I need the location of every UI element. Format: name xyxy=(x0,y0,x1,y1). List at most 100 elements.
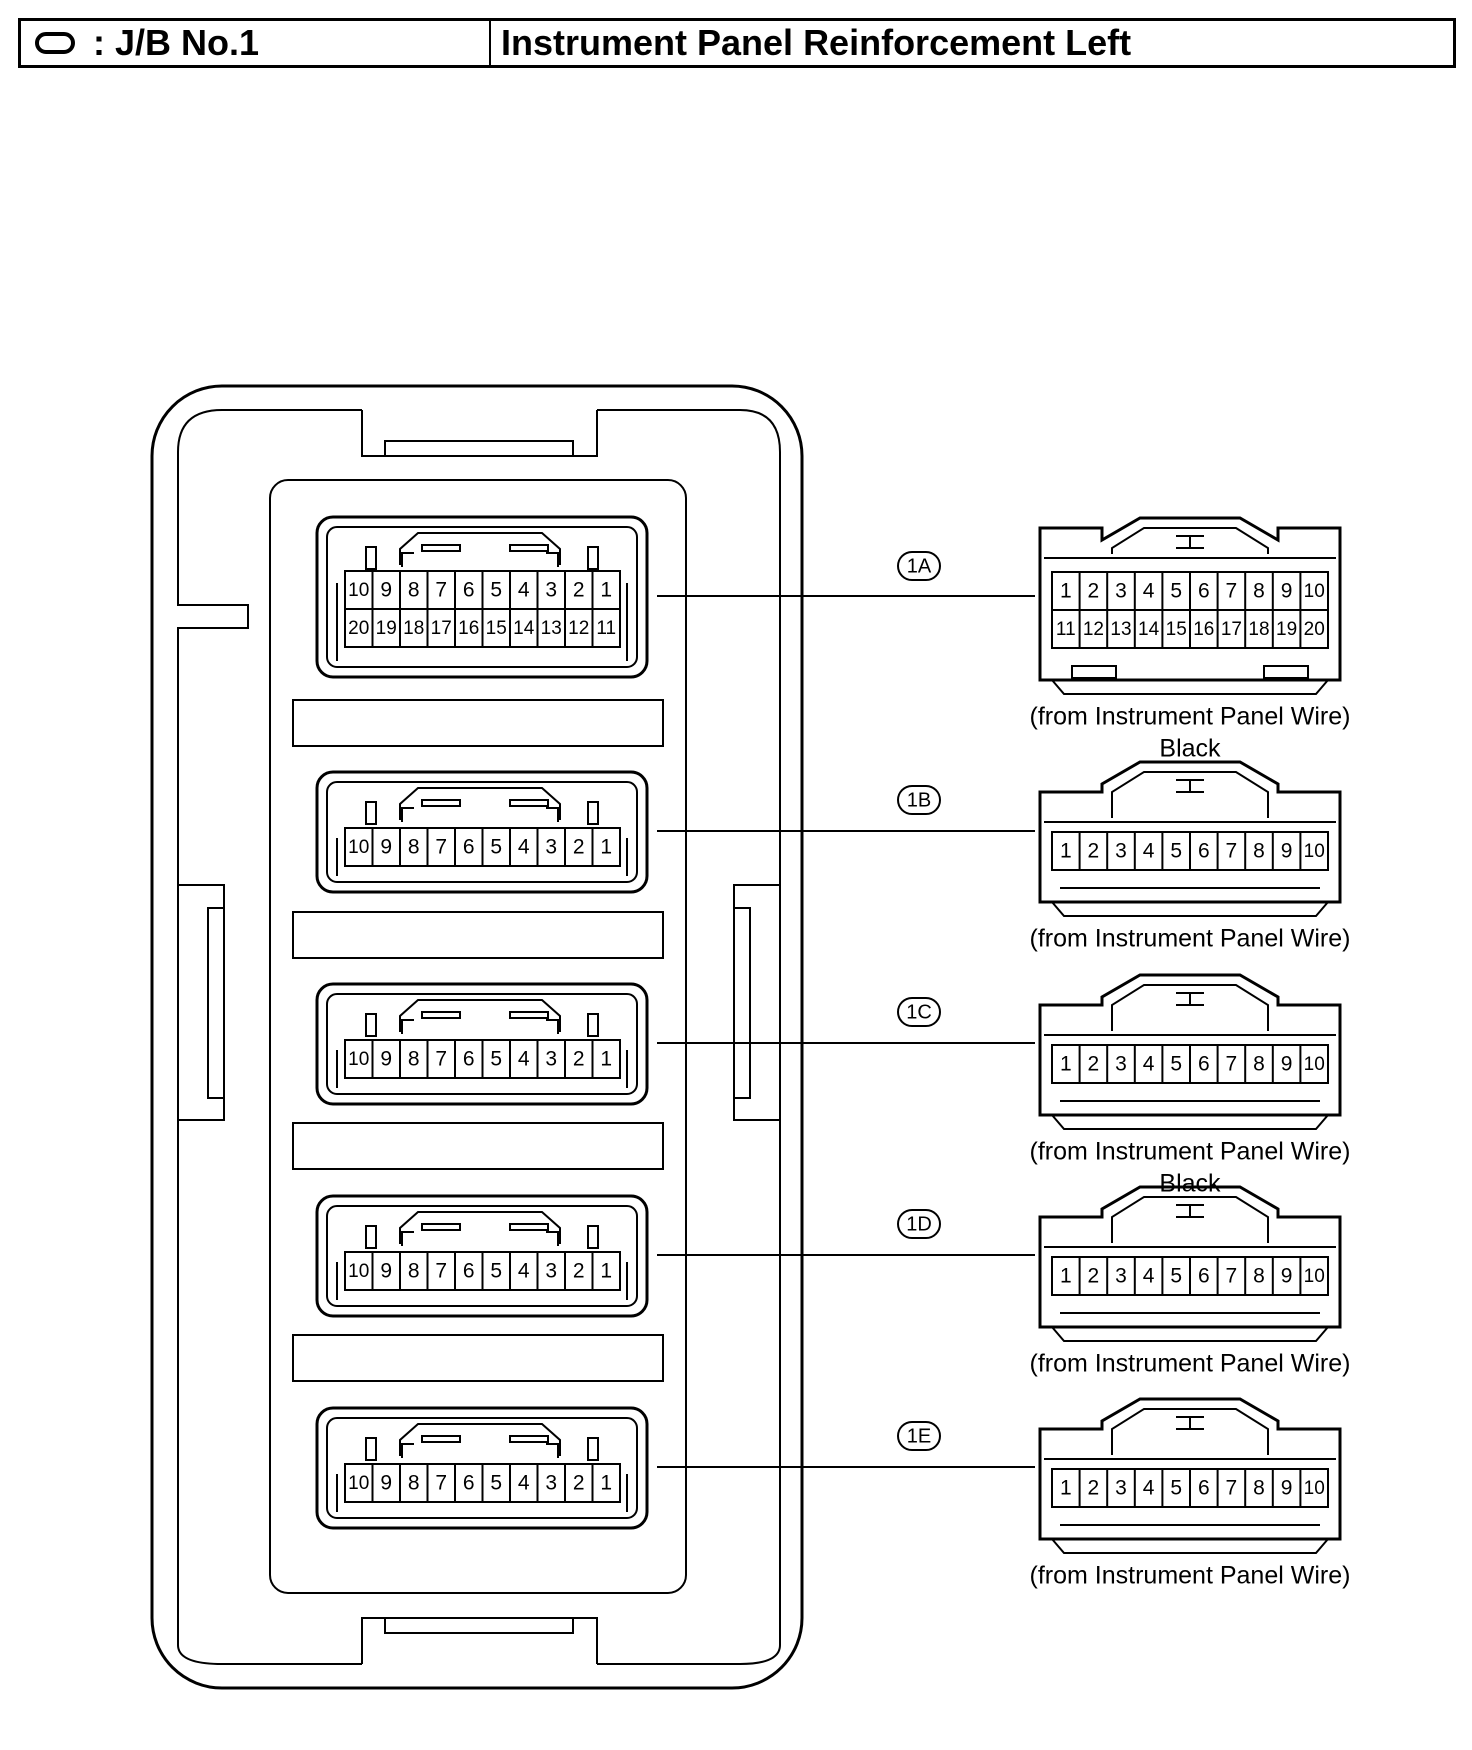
pin-number: 4 xyxy=(518,1048,530,1071)
pin-number: 15 xyxy=(486,618,507,639)
pin-number: 5 xyxy=(490,579,502,602)
pin-number: 1 xyxy=(600,1048,612,1071)
pin-number: 1 xyxy=(600,836,612,859)
oval-symbol-icon xyxy=(35,32,75,54)
mate-pin-number: 1 xyxy=(1060,1053,1072,1076)
mate-pin-number: 4 xyxy=(1143,1477,1155,1500)
mate-pin-number: 10 xyxy=(1304,581,1325,602)
housing-bottom-tab xyxy=(361,1617,598,1664)
pin-number: 13 xyxy=(541,618,562,639)
socket-latch-post xyxy=(587,801,599,825)
pin-number: 14 xyxy=(513,618,535,639)
mate-pin-number: 7 xyxy=(1226,1477,1238,1500)
mate-pin-number: 10 xyxy=(1304,1266,1325,1287)
socket-frame xyxy=(315,1406,649,1530)
mate-pin-number: 7 xyxy=(1226,1265,1238,1288)
separator-bar xyxy=(292,699,664,747)
pin-number: 2 xyxy=(573,1472,585,1495)
socket-key xyxy=(546,1231,559,1246)
pin-number: 3 xyxy=(545,1472,557,1495)
pin-number: 1 xyxy=(600,1472,612,1495)
connector-label-oval xyxy=(897,997,941,1027)
mate-pin-number: 1 xyxy=(1060,1477,1072,1500)
pin-number: 9 xyxy=(380,836,392,859)
socket-key xyxy=(401,1019,414,1034)
mate-pin-number: 2 xyxy=(1088,580,1100,603)
pin-number: 5 xyxy=(490,1048,502,1071)
mate-pin-number: 4 xyxy=(1143,840,1155,863)
mate-pin-number: 3 xyxy=(1115,840,1127,863)
mate-pin-number: 9 xyxy=(1281,1477,1293,1500)
mate-pin-number: 5 xyxy=(1170,580,1182,603)
housing-left-notch xyxy=(178,884,225,1121)
mate-source-caption: (from Instrument Panel Wire) xyxy=(1030,1138,1351,1166)
mate-pin-number: 4 xyxy=(1143,580,1155,603)
mate-pin-number: 2 xyxy=(1088,1053,1100,1076)
mate-body xyxy=(1038,973,1342,1117)
mate-pin-number: 14 xyxy=(1138,619,1160,640)
socket-inner-frame xyxy=(326,1205,638,1307)
socket-slot xyxy=(509,799,549,807)
socket-key xyxy=(401,552,414,567)
mate-foot xyxy=(1051,901,1329,917)
pin-number: 5 xyxy=(490,836,502,859)
pin-number: 1 xyxy=(600,1260,612,1283)
pin-number: 8 xyxy=(408,579,420,602)
mate-lock-tab xyxy=(1071,665,1117,679)
mate-body xyxy=(1038,516,1342,682)
pin-number: 1 xyxy=(600,579,612,602)
socket-key xyxy=(546,552,559,567)
socket-latch xyxy=(399,999,561,1032)
pin-number: 10 xyxy=(348,580,369,601)
pin-number: 9 xyxy=(380,579,392,602)
socket-key xyxy=(546,1443,559,1458)
housing-top-tab xyxy=(361,410,598,457)
mate-source-caption: (from Instrument Panel Wire) xyxy=(1030,703,1351,731)
pin-number: 19 xyxy=(376,618,397,639)
socket-slot xyxy=(421,1011,461,1019)
pin-number: 2 xyxy=(573,1260,585,1283)
mate-pin-number: 1 xyxy=(1060,1265,1072,1288)
pin-number: 16 xyxy=(458,618,479,639)
pin-number: 7 xyxy=(435,1048,447,1071)
mate-pin-number: 5 xyxy=(1170,1477,1182,1500)
mate-pin-number: 19 xyxy=(1276,619,1297,640)
socket-slot xyxy=(509,544,549,552)
mate-lock-tab xyxy=(1263,665,1309,679)
mate-source-caption: (from Instrument Panel Wire) xyxy=(1030,1350,1351,1378)
pin-number: 9 xyxy=(380,1472,392,1495)
connector-label-1a: 1A xyxy=(897,551,941,581)
mate-hood xyxy=(1111,1408,1269,1455)
mate-hood xyxy=(1111,1196,1269,1243)
mate-body xyxy=(1038,760,1342,904)
socket-frame xyxy=(315,770,649,894)
pin-number: 6 xyxy=(463,1260,475,1283)
mate-pin-number: 3 xyxy=(1115,1053,1127,1076)
mate-pin-number: 15 xyxy=(1166,619,1187,640)
mate-pin-number: 12 xyxy=(1083,619,1104,640)
pin-number: 2 xyxy=(573,836,585,859)
title-bar: : J/B No.1 Instrument Panel Reinforcemen… xyxy=(18,18,1456,68)
mate-pin-number: 7 xyxy=(1226,1053,1238,1076)
socket-slot xyxy=(421,1435,461,1443)
socket-latch-post xyxy=(365,1225,377,1249)
socket-slot xyxy=(421,799,461,807)
housing-right-notch xyxy=(733,884,780,1121)
mate-pin-number: 6 xyxy=(1198,1477,1210,1500)
socket-latch-post xyxy=(587,546,599,570)
junction-block-name: : J/B No.1 xyxy=(93,22,260,63)
socket-latch xyxy=(399,1423,561,1456)
mate-pin-number: 2 xyxy=(1088,1477,1100,1500)
connector-label-text: 1E xyxy=(907,1425,931,1447)
connector-label-oval xyxy=(897,785,941,815)
pin-number: 5 xyxy=(490,1260,502,1283)
socket-latch-post xyxy=(365,1437,377,1461)
connector-label-1b: 1B xyxy=(897,785,941,815)
pin-number: 2 xyxy=(573,579,585,602)
connector-label-oval xyxy=(897,551,941,581)
